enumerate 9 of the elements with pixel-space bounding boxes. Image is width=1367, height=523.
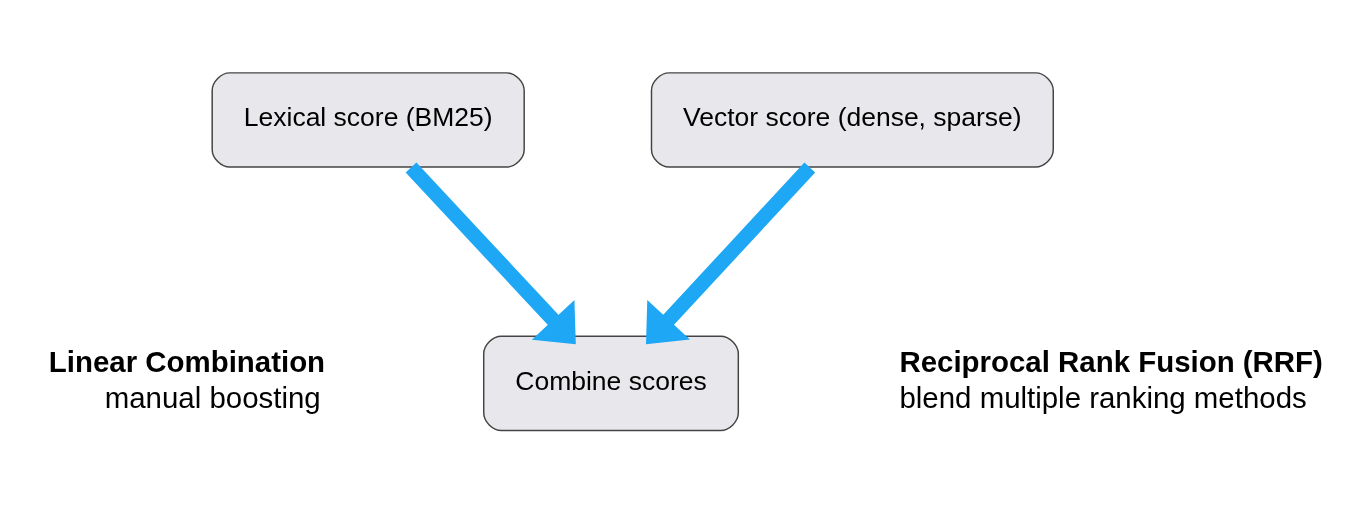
node-box: Vector score (dense, sparse) [650,71,1054,168]
label: manual boosting [104,380,321,414]
label: Reciprocal Rank Fusion (RRF) [899,344,1323,378]
node-box: Combine scores [483,335,740,431]
arrow [405,161,576,344]
node-box: Lexical score (BM25) [211,71,525,168]
label: Linear Combination [48,344,326,378]
arrow [646,161,816,344]
label: blend multiple ranking methods [899,380,1307,414]
